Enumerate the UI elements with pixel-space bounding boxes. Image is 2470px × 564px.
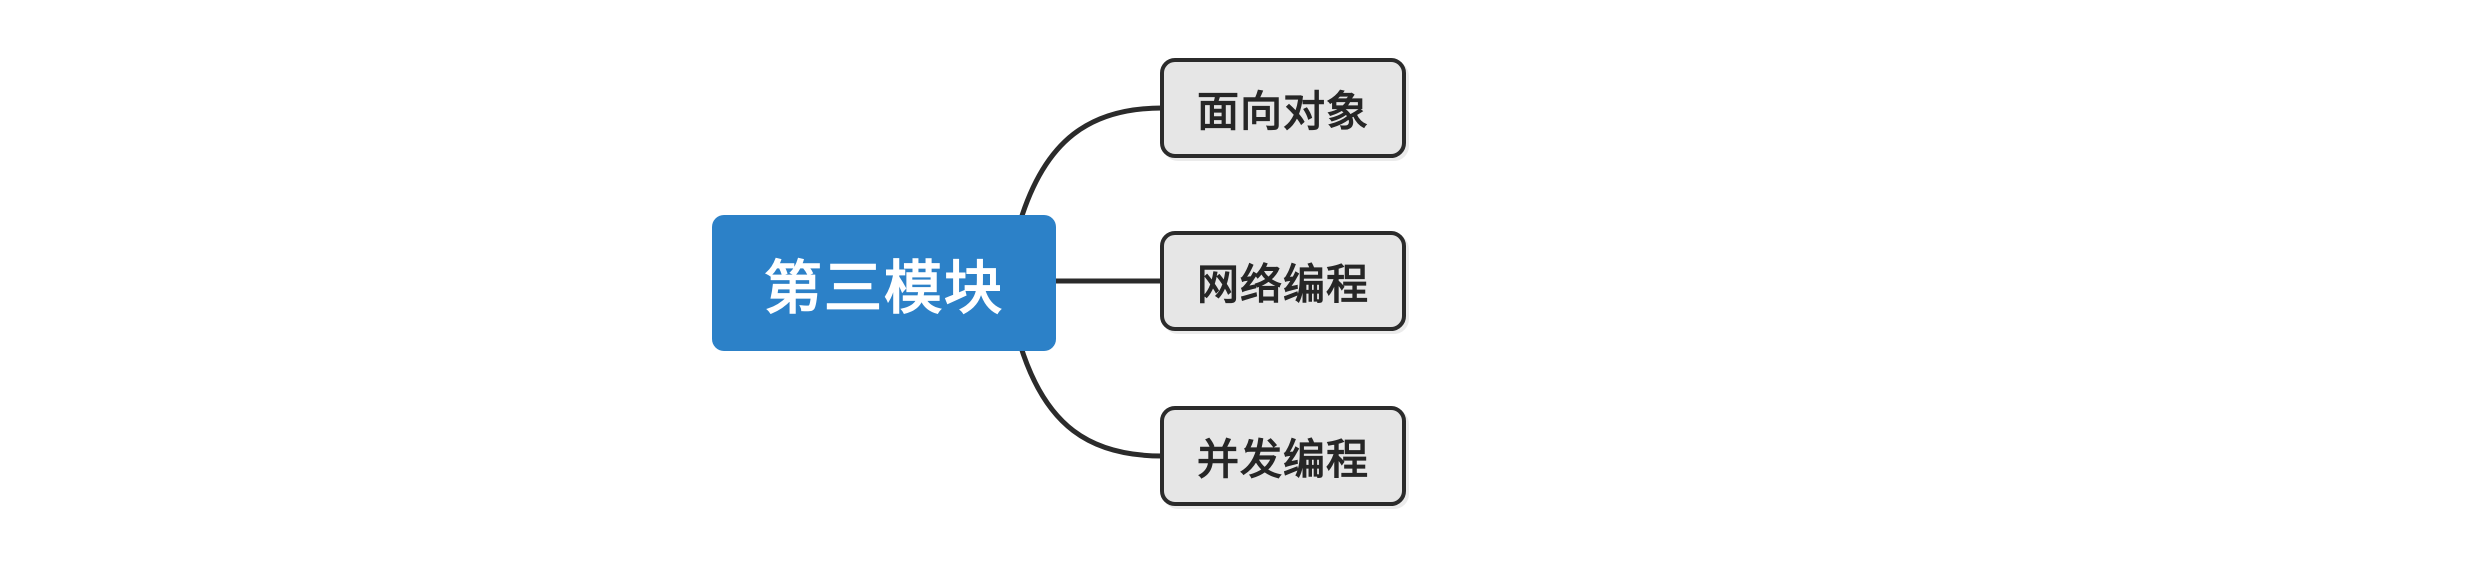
connector-root-to-child-1	[1017, 105, 1165, 225]
root-topic-label: 第三模块	[763, 256, 1004, 321]
root-topic-node[interactable]: 第三模块	[712, 215, 1056, 351]
branch-node-3[interactable]: 并发编程	[1160, 406, 1406, 506]
branch-node-3-label: 并发编程	[1196, 435, 1369, 483]
branch-node-1[interactable]: 面向对象	[1160, 58, 1406, 158]
branch-node-1-label: 面向对象	[1196, 87, 1369, 135]
branch-node-2[interactable]: 网络编程	[1160, 231, 1406, 331]
branch-node-2-label: 网络编程	[1196, 260, 1369, 308]
connector-root-to-child-3	[1017, 341, 1165, 459]
